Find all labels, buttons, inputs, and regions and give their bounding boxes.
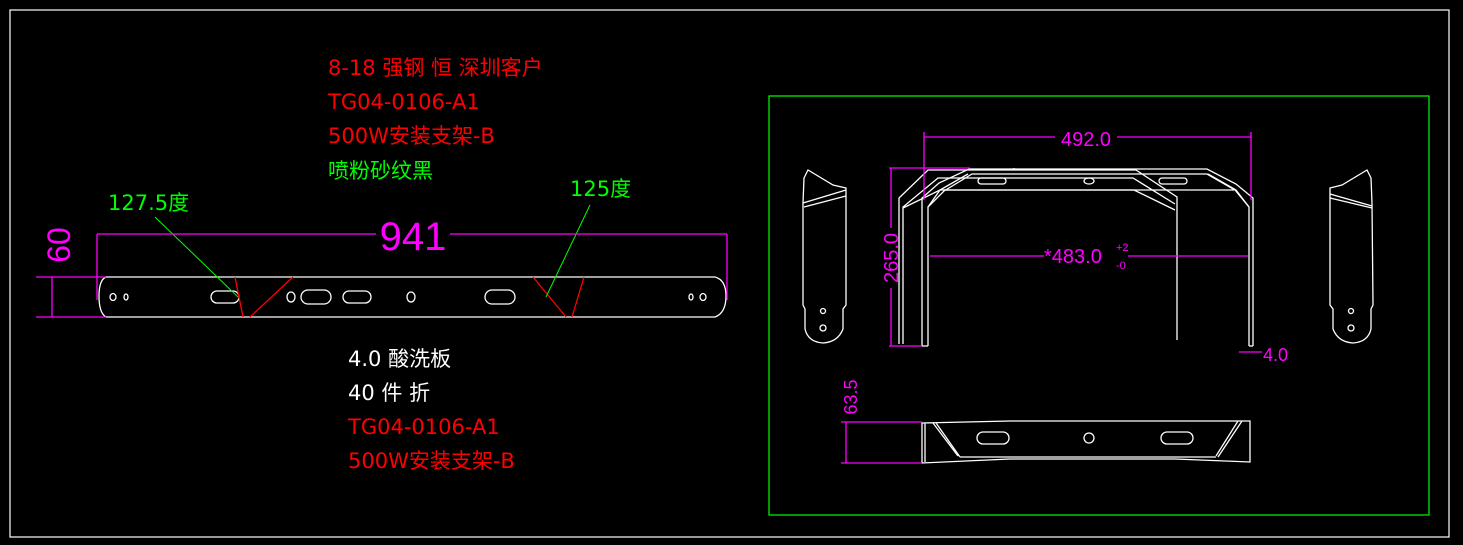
center-hole [406, 291, 416, 303]
notes-block: 4.0 酸洗板 40 件 折 TG04-0106-A1 500W安装支架-B [347, 347, 515, 473]
flat-pattern-view: 127.5度 125度 941 60 [36, 177, 728, 318]
thickness-dimension: 4.0 [1263, 345, 1288, 365]
angle-left-label: 127.5度 [108, 191, 189, 215]
slot-left [300, 289, 332, 305]
note-material: 4.0 酸洗板 [348, 347, 451, 371]
top-view: 63.5 [841, 379, 1251, 464]
slot-right [484, 289, 516, 305]
inner-width-dimension: *483.0 [1044, 246, 1102, 268]
height-dimension: 265.0 [881, 233, 903, 283]
main-bracket-view: 492.0 265.0 *483.0 +2 -0 4.0 [881, 129, 1288, 365]
view-frame [768, 95, 1430, 516]
length-dimension: 941 [380, 215, 447, 259]
note-part-name: 500W安装支架-B [348, 449, 515, 473]
side-view-right [1329, 169, 1374, 344]
title-part-name: 500W安装支架-B [328, 124, 495, 148]
tolerance-minus: -0 [1116, 260, 1126, 272]
title-finish: 喷粉砂纹黑 [328, 159, 433, 183]
depth-dimension: 63.5 [841, 379, 861, 414]
note-qty: 40 件 折 [348, 381, 430, 405]
flat-outline [98, 276, 727, 318]
title-line1: 8-18 强钢 恒 深圳客户 [328, 56, 543, 80]
tolerance-plus: +2 [1116, 242, 1129, 254]
angle-right-label: 125度 [570, 177, 631, 201]
title-block: 8-18 强钢 恒 深圳客户 TG04-0106-A1 500W安装支架-B 喷… [327, 56, 543, 183]
side-view-left [802, 169, 847, 344]
outer-frame [9, 9, 1450, 538]
width-dimension: 60 [41, 227, 77, 263]
outer-width-dimension: 492.0 [1061, 129, 1111, 151]
title-part-no: TG04-0106-A1 [327, 90, 480, 114]
note-part-no: TG04-0106-A1 [347, 415, 500, 439]
